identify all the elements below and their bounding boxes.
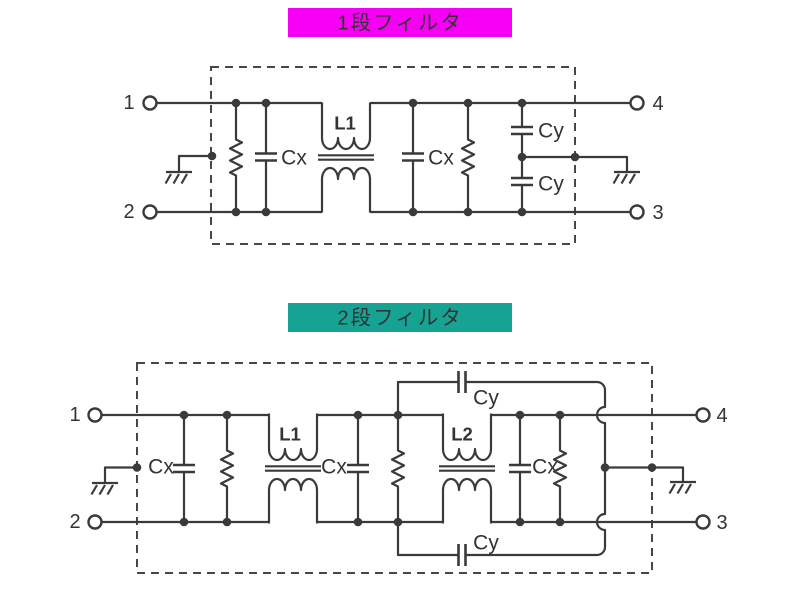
junction-dot bbox=[517, 98, 527, 108]
filter2-right-earth-ground-icon bbox=[668, 480, 698, 495]
filter1-title-bar bbox=[288, 8, 512, 37]
filter2-terminal-4-circle bbox=[695, 407, 711, 423]
junction-dot bbox=[515, 410, 525, 420]
filter2-left-earth-ground-icon bbox=[90, 481, 120, 496]
filter1-terminal-2-label: 2 bbox=[123, 201, 134, 223]
filter2-cx2-label: Cx bbox=[321, 456, 347, 479]
junction-dot bbox=[393, 410, 403, 420]
filter1-right-earth-ground-icon bbox=[612, 170, 642, 185]
junction-dot bbox=[207, 151, 217, 161]
filter1-left-ground-wire bbox=[177, 154, 212, 171]
filter1-resistor-2 bbox=[460, 101, 476, 214]
junction-dot bbox=[231, 207, 241, 217]
filter2-terminal-2-circle bbox=[87, 514, 103, 530]
junction-dot bbox=[555, 410, 565, 420]
junction-dot bbox=[647, 463, 657, 472]
filter2-cx3-label: Cx bbox=[532, 456, 558, 479]
filter1-terminal-3-label: 3 bbox=[652, 202, 663, 224]
filter2-terminal-2-label: 2 bbox=[69, 511, 80, 533]
filter2-resistor-2 bbox=[390, 412, 406, 525]
filter2-cx1-label: Cx bbox=[148, 456, 174, 479]
filter2-terminal-3-label: 3 bbox=[716, 512, 727, 534]
junction-dot bbox=[408, 207, 418, 217]
filter1-l1-label: L1 bbox=[334, 113, 356, 134]
filter2-terminal-1-circle bbox=[87, 407, 103, 423]
filter1-cy-capacitor-plates bbox=[511, 125, 533, 187]
junction-dot bbox=[353, 517, 363, 527]
filter1-resistor-1 bbox=[228, 101, 244, 214]
filter2-cy-top-capacitor-plates bbox=[457, 371, 467, 393]
junction-dot bbox=[555, 517, 565, 527]
filter1-terminal-1-circle bbox=[142, 95, 158, 111]
filter1-terminal-2-circle bbox=[142, 204, 158, 220]
filter2-l2-label: L2 bbox=[451, 424, 473, 445]
filter2-cx-capacitor-3 bbox=[507, 412, 533, 525]
filter2-circuit: 2段フィルタ 1 2 4 3 Cx L1 Cx L2 Cx bbox=[69, 303, 728, 574]
filter1-circuit: 1段フィルタ 1 2 4 3 Cx L1 Cx Cy Cy bbox=[123, 8, 664, 245]
filter2-cy-top-label: Cy bbox=[473, 387, 499, 410]
junction-dot bbox=[517, 152, 527, 162]
junction-dot bbox=[261, 207, 271, 217]
filter1-cy-bottom-label: Cy bbox=[538, 173, 564, 196]
junction-dot bbox=[408, 98, 418, 108]
filter1-cx-capacitor-1 bbox=[253, 100, 279, 214]
filter2-left-ground-wire bbox=[103, 466, 137, 482]
junction-dot bbox=[517, 207, 527, 217]
junction-dot bbox=[463, 98, 473, 108]
junction-dot bbox=[222, 410, 232, 420]
filter2-cy-bottom-capacitor-plates bbox=[457, 544, 467, 566]
junction-dot bbox=[600, 463, 610, 472]
filter1-cx-capacitor-2 bbox=[400, 100, 426, 214]
filter1-terminal-4-label: 4 bbox=[652, 93, 663, 115]
filter2-terminal-3-circle bbox=[695, 514, 711, 530]
filter2-terminal-4-label: 4 bbox=[716, 405, 727, 427]
filter2-cy-bottom-label: Cy bbox=[473, 532, 499, 555]
filter2-cx-capacitor-1 bbox=[171, 412, 197, 525]
filter1-terminal-3-circle bbox=[629, 204, 645, 220]
filter1-right-ground-wire bbox=[522, 155, 629, 171]
filter2-l1-label: L1 bbox=[279, 424, 301, 445]
filter1-cx2-label: Cx bbox=[428, 147, 454, 170]
junction-dot bbox=[463, 207, 473, 217]
filter2-terminal-1-label: 1 bbox=[69, 404, 80, 426]
junction-dot bbox=[179, 517, 189, 527]
filter1-cy-top-label: Cy bbox=[538, 120, 564, 143]
filter1-terminal-1-label: 1 bbox=[123, 92, 134, 114]
filter2-title: 2段フィルタ bbox=[337, 307, 463, 330]
filter2-cx-capacitor-2 bbox=[345, 412, 371, 525]
junction-dot bbox=[179, 410, 189, 420]
junction-dot bbox=[570, 152, 580, 162]
junction-dot bbox=[353, 410, 363, 420]
filter1-left-earth-ground-icon bbox=[164, 170, 194, 185]
junction-dot bbox=[515, 517, 525, 527]
junction-dot bbox=[222, 517, 232, 527]
filter1-terminal-4-circle bbox=[629, 95, 645, 111]
filter2-title-bar bbox=[288, 303, 512, 332]
junction-dot bbox=[261, 98, 271, 108]
filter2-right-ground-wire bbox=[605, 466, 685, 481]
filter1-title: 1段フィルタ bbox=[337, 12, 463, 35]
filter1-cx1-label: Cx bbox=[281, 147, 307, 170]
filter2-cy-top-wire-left bbox=[396, 380, 459, 415]
junction-dot bbox=[231, 98, 241, 108]
filter2-enclosure-dashed-box bbox=[136, 362, 653, 574]
filter2-resistor-1 bbox=[219, 412, 235, 525]
junction-dot bbox=[132, 463, 142, 472]
junction-dot bbox=[393, 517, 403, 527]
filter2-cy-bottom-wire-left bbox=[396, 522, 459, 557]
